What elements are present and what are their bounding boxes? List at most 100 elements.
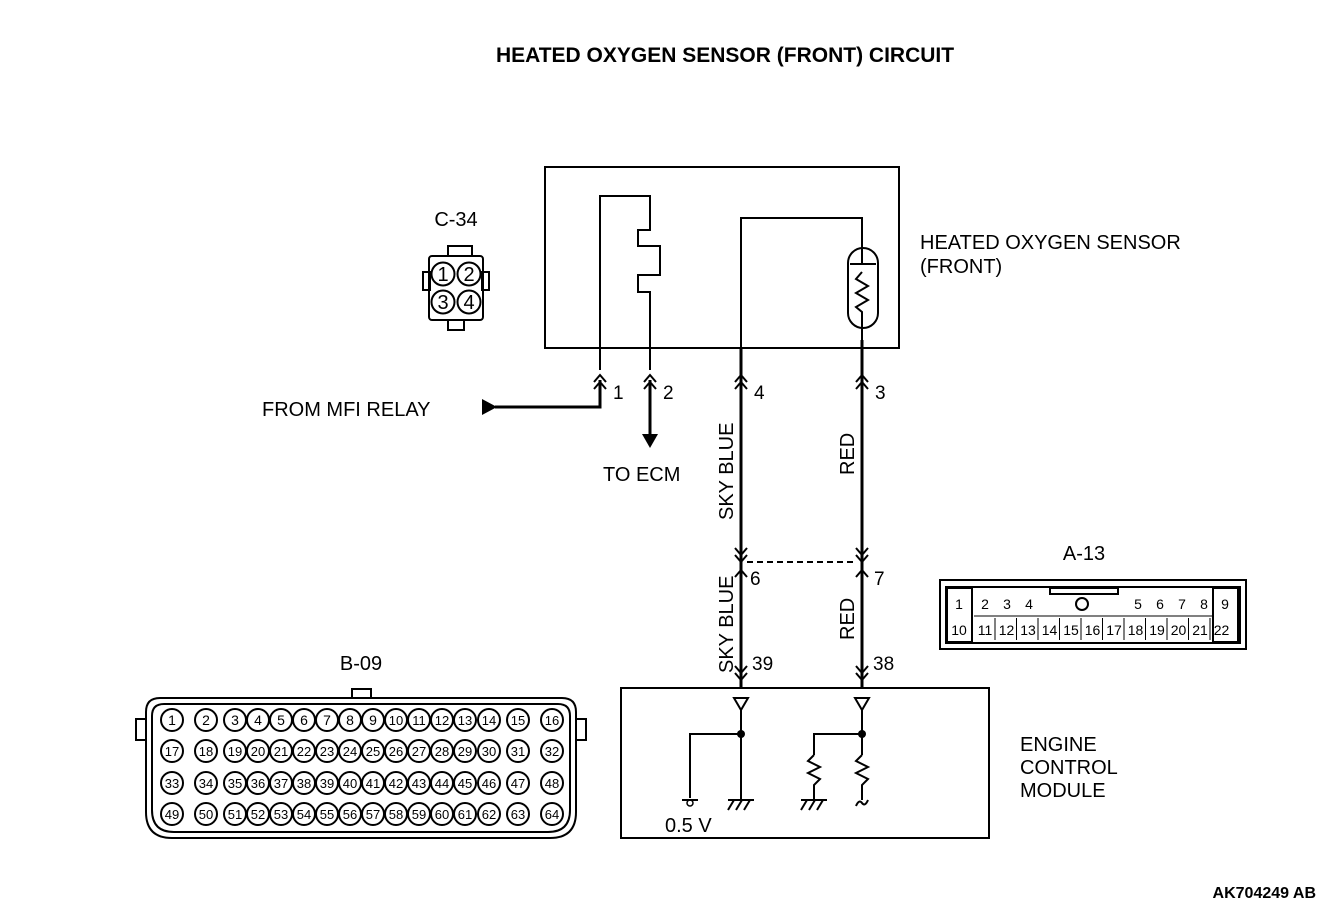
b09-pin-label: 64 (545, 807, 559, 822)
pin-4: 4 (754, 383, 765, 404)
b09-pin-label: 25 (366, 744, 380, 759)
b09-pin-circle (453, 802, 477, 826)
a13-pin-label: 13 (1020, 622, 1036, 638)
b09-pin-label: 32 (545, 744, 559, 759)
b09-pin-label: 50 (199, 807, 213, 822)
b09-pin-circle (160, 802, 184, 826)
b09-pin-label: 38 (297, 776, 311, 791)
b09-pin-label: 19 (228, 744, 242, 759)
b09-pin-circle (477, 739, 501, 763)
sensor-label-line1: HEATED OXYGEN SENSOR (920, 232, 1181, 254)
a13-pin-label: 22 (1214, 622, 1230, 638)
b09-pin-label: 53 (274, 807, 288, 822)
c34-pin-label: 2 (463, 264, 474, 286)
ecm-resistor-left-icon (805, 754, 823, 800)
a13-pin-label: 20 (1171, 622, 1187, 638)
from-mfi-relay-label: FROM MFI RELAY (262, 399, 431, 421)
c34-pin-circle (430, 289, 456, 315)
a13-pin-label: 17 (1106, 622, 1122, 638)
b09-pin-label: 12 (435, 713, 449, 728)
ecm-voltage-label: 0.5 V (665, 815, 712, 837)
a13-pin-label: 15 (1063, 622, 1079, 638)
b09-pin-label: 61 (458, 807, 472, 822)
b09-pin-circle (477, 802, 501, 826)
b09-pin-label: 52 (251, 807, 265, 822)
ecm-input-38-arrow-icon (853, 697, 871, 712)
ecm-resistor-right-icon (853, 754, 871, 800)
wire-color-red-upper: RED (837, 433, 859, 475)
to-ecm-arrow-icon (642, 434, 658, 448)
a13-pin-label: 2 (981, 596, 989, 612)
b09-pin-circle (453, 708, 477, 732)
b09-pin-label: 47 (511, 776, 525, 791)
a13-pin-label: 7 (1178, 596, 1186, 612)
a13-pin-label: 14 (1042, 622, 1058, 638)
b09-pin-label: 62 (482, 807, 496, 822)
b09-pin-circle (506, 708, 530, 732)
pin-1: 1 (613, 383, 624, 404)
ecm-label-line3: MODULE (1020, 780, 1106, 802)
pin-38: 38 (873, 654, 894, 675)
b09-pin-label: 11 (412, 713, 426, 728)
b09-pin-label: 27 (412, 744, 426, 759)
b09-pin-circle (540, 771, 564, 795)
wire-color-sky-blue-upper: SKY BLUE (716, 423, 738, 520)
b09-pin-label: 7 (323, 712, 331, 728)
b09-pin-label: 8 (346, 712, 354, 728)
b09-pin-label: 3 (231, 712, 239, 728)
c34-pin-circle (456, 261, 482, 287)
b09-pin-label: 23 (320, 744, 334, 759)
b09-pin-label: 37 (274, 776, 288, 791)
b09-pin-label: 57 (366, 807, 380, 822)
a13-pin-label: 4 (1025, 596, 1033, 612)
b09-pin-label: 39 (320, 776, 334, 791)
to-ecm-label: TO ECM (603, 464, 680, 486)
ground-icon-38 (800, 799, 827, 811)
b09-pin-label: 29 (458, 744, 472, 759)
sensor-resistor-symbol (854, 271, 870, 340)
chevron-pin1-icon (593, 373, 607, 390)
b09-pin-label: 36 (251, 776, 265, 791)
b09-pin-label: 24 (343, 744, 357, 759)
sensor-heater-element (599, 195, 661, 370)
b09-pin-label: 21 (274, 744, 288, 759)
b09-pin-label: 16 (545, 713, 559, 728)
b09-pin-label: 15 (511, 713, 525, 728)
b09-pin-label: 40 (343, 776, 357, 791)
pin-7: 7 (874, 569, 885, 590)
b09-pin-label: 13 (458, 713, 472, 728)
ecm-pulldown-line (813, 733, 862, 755)
b09-pin-label: 46 (482, 776, 496, 791)
b09-pin-label: 20 (251, 744, 265, 759)
a13-pin-label: 1 (955, 596, 963, 612)
b09-pin-circle (194, 708, 218, 732)
b09-connector-face (135, 688, 587, 839)
b09-pin-circle (506, 771, 530, 795)
b09-pin-label: 30 (482, 744, 496, 759)
sensor-box (544, 166, 900, 349)
b09-pin-circle (194, 739, 218, 763)
b09-pin-label: 35 (228, 776, 242, 791)
chevron-pin38-icon (855, 665, 869, 682)
b09-pin-circle (477, 771, 501, 795)
b09-pin-label: 1 (168, 712, 176, 728)
ecm-input-39-arrow-icon (732, 697, 750, 712)
b09-pin-circle (540, 802, 564, 826)
b09-pin-label: 60 (435, 807, 449, 822)
a13-pin-cell (946, 587, 973, 643)
b09-connector-name: B-09 (340, 653, 382, 675)
b09-pin-label: 22 (297, 744, 311, 759)
b09-pin-label: 10 (389, 713, 403, 728)
b09-pin-label: 42 (389, 776, 403, 791)
b09-pin-circle (160, 771, 184, 795)
b09-pin-circle (540, 739, 564, 763)
b09-pin-label: 6 (300, 712, 308, 728)
b09-pin-circle (453, 771, 477, 795)
b09-pin-label: 44 (435, 776, 449, 791)
a13-pin-cell (1212, 587, 1239, 643)
b09-pin-circle (160, 708, 184, 732)
b09-pin-label: 14 (482, 713, 496, 728)
b09-pin-label: 54 (297, 807, 311, 822)
ecm-box (620, 687, 990, 839)
